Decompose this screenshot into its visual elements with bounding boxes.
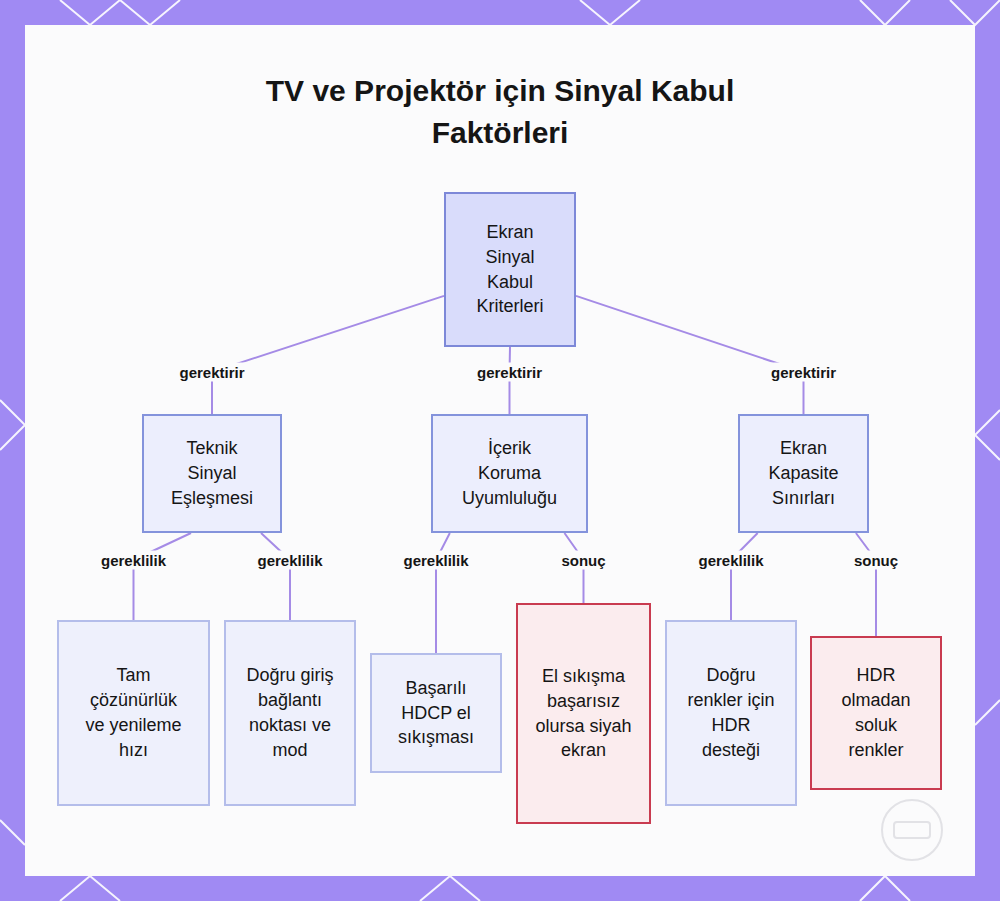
edge-label: gerektirir <box>175 363 248 382</box>
node-label: Doğru renkler için HDR desteği <box>681 663 781 762</box>
concept-box: Ekran Kapasite Sınırları <box>738 414 869 533</box>
concept-box: Teknik Sinyal Eşleşmesi <box>142 414 282 533</box>
node-label: İçerik Koruma Uyumluluğu <box>455 436 564 510</box>
connector <box>261 533 290 620</box>
concept-box: Ekran Sinyal Kabul Kriterleri <box>444 192 576 347</box>
edge-label: gerektirir <box>473 363 546 382</box>
edge-label: gereklilik <box>399 551 472 570</box>
outcome-box: HDR olmadan soluk renkler <box>810 636 942 790</box>
connector <box>731 533 758 620</box>
concept-box: Başarılı HDCP el sıkışması <box>370 653 502 773</box>
node-label: El sıkışma başarısız olursa siyah ekran <box>534 664 633 763</box>
concept-box: Doğru giriş bağlantı noktası ve mod <box>224 620 356 806</box>
concept-box: İçerik Koruma Uyumluluğu <box>431 414 588 533</box>
connector <box>134 533 192 620</box>
connector <box>212 296 444 414</box>
outcome-box: El sıkışma başarısız olursa siyah ekran <box>516 603 651 824</box>
node-label: Ekran Kapasite Sınırları <box>756 436 851 510</box>
diagram-title: TV ve Projektör için Sinyal Kabul Faktör… <box>220 70 780 154</box>
concept-box: Tam çözünürlük ve yenileme hızı <box>57 620 210 806</box>
node-label: HDR olmadan soluk renkler <box>830 663 922 762</box>
edge-label: gereklilik <box>97 551 170 570</box>
edge-label: sonuç <box>850 551 902 570</box>
node-label: Teknik Sinyal Eşleşmesi <box>164 436 260 510</box>
node-label: Doğru giriş bağlantı noktası ve mod <box>240 663 340 762</box>
connector <box>576 296 804 414</box>
node-label: Tam çözünürlük ve yenileme hızı <box>81 663 186 762</box>
concept-box: Doğru renkler için HDR desteği <box>665 620 797 806</box>
edge-label: gerektirir <box>767 363 840 382</box>
edge-label: sonuç <box>557 551 609 570</box>
edge-label: gereklilik <box>694 551 767 570</box>
node-label: Ekran Sinyal Kabul Kriterleri <box>464 220 556 319</box>
edge-label: gereklilik <box>253 551 326 570</box>
connector <box>856 533 876 636</box>
node-label: Başarılı HDCP el sıkışması <box>386 676 486 750</box>
